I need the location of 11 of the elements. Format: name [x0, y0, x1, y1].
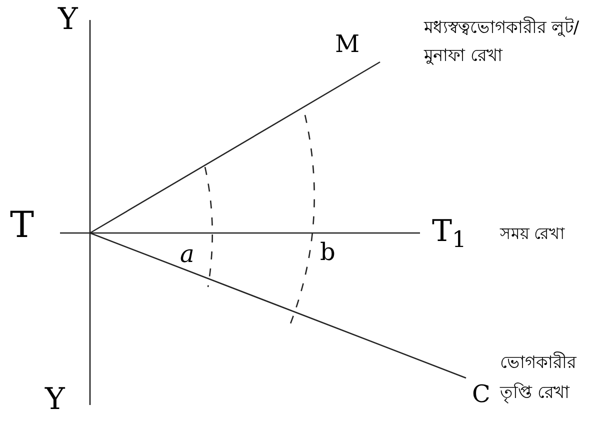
- line-caption: ভোগকারীর তৃপ্তি রেখা: [500, 350, 578, 406]
- point-letter: b: [320, 237, 336, 268]
- point-letter: a: [180, 239, 194, 270]
- axis-letter: Y: [58, 2, 78, 38]
- line-letter: C: [472, 379, 490, 410]
- line-caption: সময় রেখা: [500, 223, 566, 245]
- axis-letter: T: [10, 206, 34, 246]
- line-caption: মধ্যস্বত্বভোগকারীর লুট/মুনাফা রেখা: [424, 16, 580, 68]
- axis-letter: T$_{1}$: [432, 214, 466, 250]
- line-letter: M: [335, 29, 360, 60]
- axis-letter: Y: [45, 382, 65, 418]
